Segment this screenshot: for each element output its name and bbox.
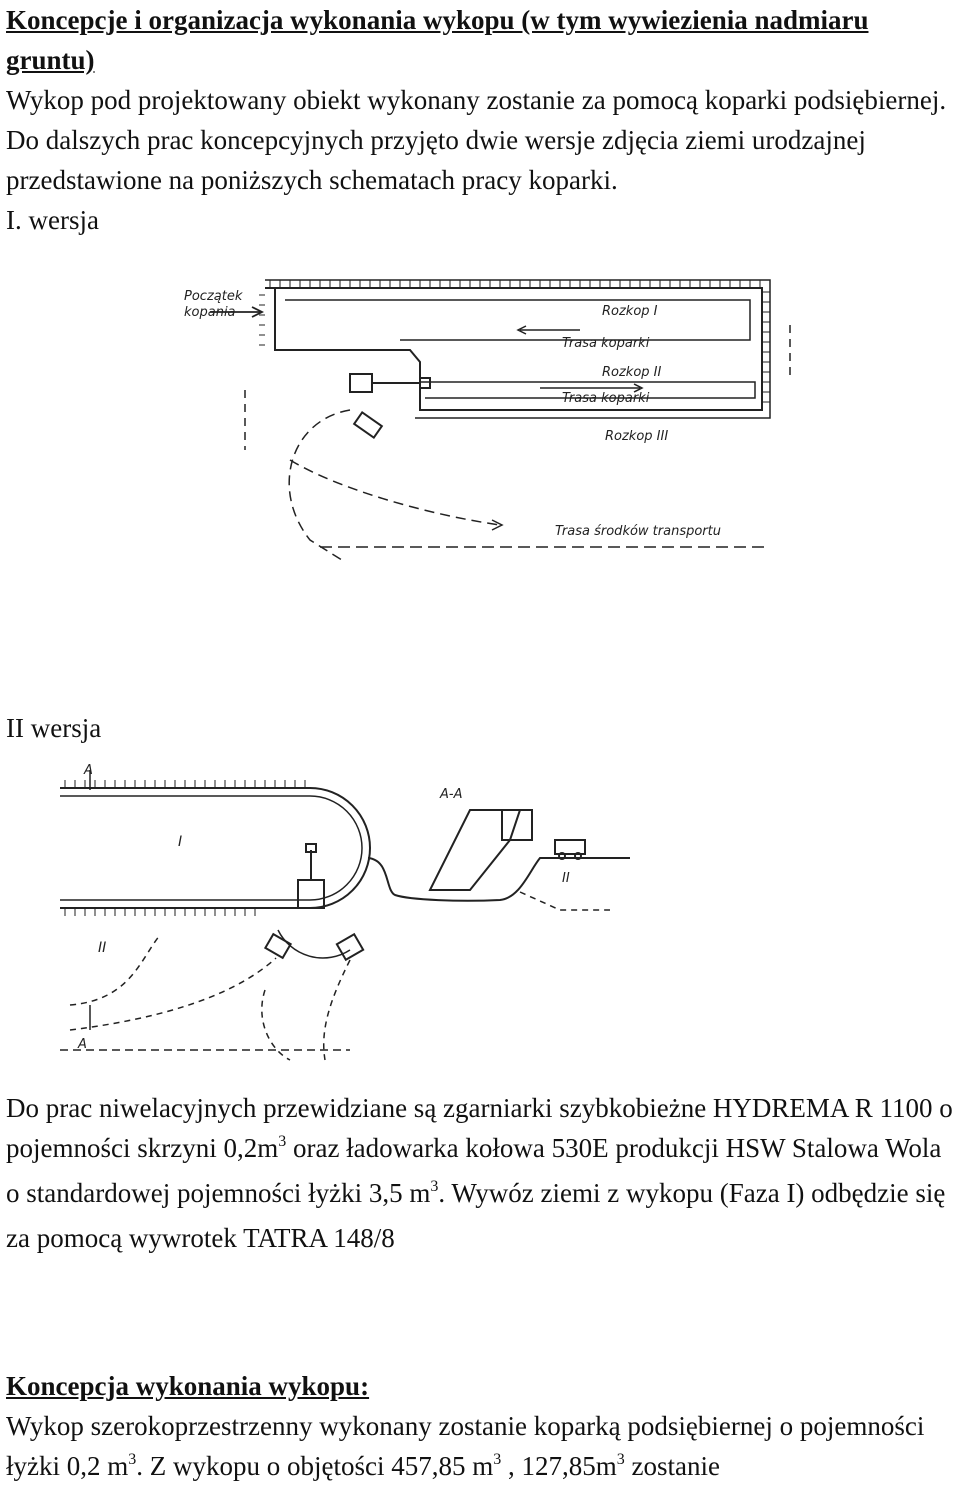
area-II-label: II (98, 940, 106, 956)
equipment-paragraph: Do prac niwelacyjnych przewidziane są zg… (6, 1088, 954, 1258)
concept-text-c: , 127,85m (501, 1451, 617, 1481)
area-I-label: I (178, 834, 182, 850)
equipment-text-b: oraz ładowarka kołowa 530E produkcji HSW… (6, 1133, 942, 1208)
section-title: A-A (439, 787, 462, 802)
rozkop-3-label: Rozkop III (605, 429, 668, 444)
superscript: 3 (493, 1451, 502, 1468)
start-label-1: Początek (184, 289, 243, 304)
diagram-version-2: A A I II A-A II (60, 763, 630, 1061)
version-2-label: II wersja (6, 713, 102, 743)
version-1-label: I. wersja (6, 205, 99, 235)
route-1-label: Trasa koparki (562, 336, 650, 351)
superscript: 3 (616, 1451, 625, 1468)
rozkop-1-label: Rozkop I (602, 304, 658, 319)
intro-paragraph: Wykop pod projektowany obiekt wykonany z… (6, 85, 947, 195)
rozkop-2-label: Rozkop II (602, 365, 662, 380)
superscript: 3 (278, 1133, 287, 1150)
section-mark-bottom: A (77, 1037, 87, 1052)
concept-text-d: zostanie (624, 1451, 720, 1481)
section-II-label: II (562, 871, 570, 886)
equipment-text-a: Do prac niwelacyjnych przewidziane są zg… (6, 1093, 953, 1163)
superscript: 3 (430, 1178, 439, 1195)
route-2-label: Trasa koparki (562, 391, 650, 406)
outer-trench (265, 287, 763, 411)
start-label-2: kopania (184, 305, 236, 320)
concept-text-b: . Z wykopu o objętości 457,85 m (136, 1451, 494, 1481)
section-heading-excavation: Koncepcja wykonania wykopu: (6, 1371, 370, 1401)
section-mark-top: A (83, 763, 93, 778)
section-heading-concept: Koncepcje i organizacja wykonania wykopu… (6, 5, 869, 75)
concept-paragraph: Wykop szerokoprzestrzenny wykonany zosta… (6, 1406, 954, 1491)
superscript: 3 (128, 1451, 137, 1468)
transport-label: Trasa środków transportu (555, 524, 721, 539)
concept-text-a: Wykop szerokoprzestrzenny wykonany zosta… (6, 1411, 925, 1481)
concept-block: Koncepcja wykonania wykopu: Wykop szerok… (6, 1366, 954, 1491)
equipment-text-c: . Wywóz ziemi z wykopu (Faza I) odbędzie… (6, 1178, 946, 1253)
excavator-route-2 (420, 381, 756, 399)
intro-block: Koncepcje i organizacja wykonania wykopu… (6, 0, 954, 240)
diagram-version-1: Początek kopania Rozkop I Trasa koparki … (184, 279, 791, 563)
transport-route (288, 409, 351, 563)
excavator-route-1 (285, 299, 751, 341)
